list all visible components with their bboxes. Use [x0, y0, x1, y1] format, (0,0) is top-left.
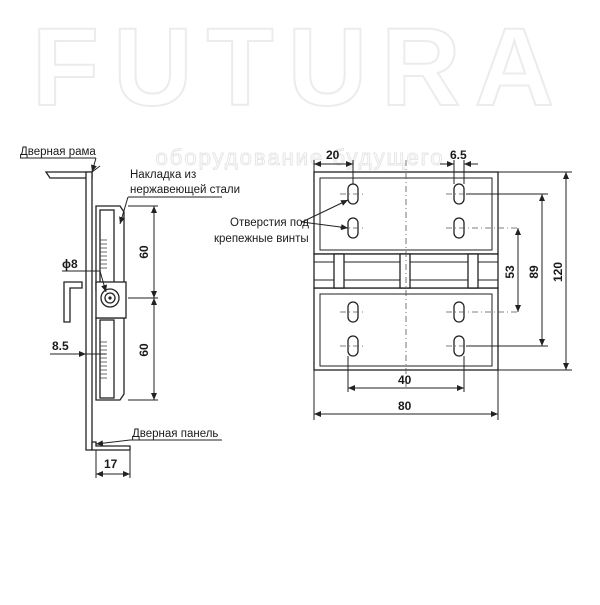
watermark: FUTURA оборудование будущего: [31, 5, 568, 171]
door-frame-flange: [44, 171, 93, 179]
dim-hole-offset: 20: [326, 148, 340, 162]
label-door-frame: Дверная рама: [20, 146, 96, 158]
dim-upper-60: 60: [137, 245, 151, 259]
dim-offset: 8.5: [52, 339, 69, 353]
dim-depth: 17: [104, 457, 118, 471]
upper-leaf-inner: [99, 209, 115, 289]
front-view: Отверстия под крепежные винты 20 6.5 53 …: [214, 148, 572, 420]
hinge-pin-center: [108, 296, 112, 300]
dim-diameter: ϕ8: [62, 257, 78, 271]
dim-hole-spacing-h: 40: [398, 373, 412, 387]
dim-slot-width: 6.5: [450, 148, 467, 162]
label-plate-line2: нержавеющей стали: [130, 184, 240, 196]
door-panel-strip: [91, 441, 131, 451]
dim-total-width: 80: [398, 399, 412, 413]
lower-leaf-inner: [99, 319, 115, 399]
label-plate-line1: Накладка из: [130, 169, 196, 181]
label-holes-line1: Отверстия под: [230, 217, 309, 229]
watermark-brand: FUTURA: [32, 6, 568, 129]
label-door-panel: Дверная панель: [132, 428, 218, 440]
watermark-slogan: оборудование будущего: [156, 145, 445, 170]
side-view: 60 60 ϕ8 8.5 17 Дверная рама Накладка из…: [20, 146, 240, 478]
dim-total-height: 120: [551, 262, 565, 282]
dim-lower-60: 60: [137, 343, 151, 357]
dim-inner-height: 89: [527, 265, 541, 279]
dim-hole-spacing-v: 53: [503, 265, 517, 279]
door-frame-web: [85, 171, 93, 451]
label-holes-line2: крепежные винты: [214, 233, 309, 245]
side-bracket: [63, 281, 83, 323]
